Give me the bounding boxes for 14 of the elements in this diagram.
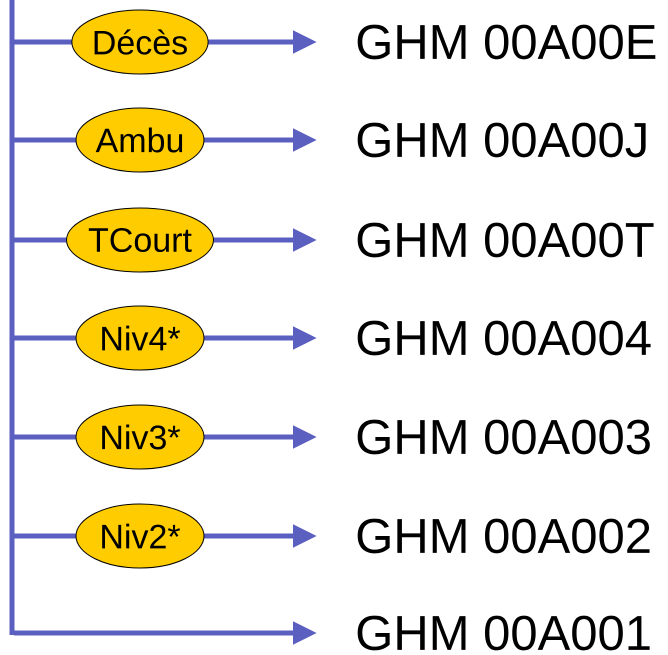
edge-label: Niv3* [76, 404, 204, 470]
edge-label: Niv2* [76, 504, 204, 568]
edge-label: TCourt [66, 208, 214, 272]
code-label: GHM 00A004 [358, 320, 651, 356]
code-label: GHM 00A00E [358, 24, 656, 60]
edge-label: Décès [71, 10, 209, 74]
code-label: GHM 00A00T [358, 222, 654, 258]
code-label: GHM 00A001 [358, 616, 650, 650]
edge-label: Ambu [76, 108, 204, 172]
code-label: GHM 00A003 [358, 420, 650, 454]
code-label: GHM 00A002 [358, 518, 650, 554]
code-label: GHM 00A00J [358, 122, 646, 158]
trunk-line [10, 0, 14, 635]
edge-label: Niv4* [76, 306, 204, 370]
